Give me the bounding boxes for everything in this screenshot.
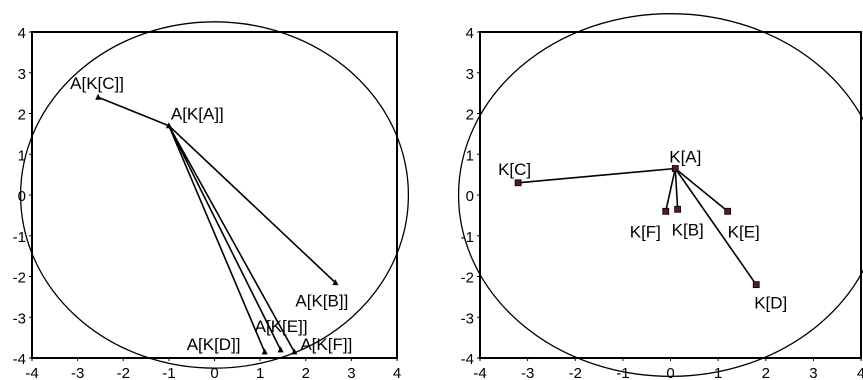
y-tick-label: 1 bbox=[466, 147, 474, 164]
point-label: A[K[A]] bbox=[171, 105, 224, 124]
connector-line bbox=[97, 96, 170, 127]
triangle-marker bbox=[332, 279, 339, 286]
connector-line bbox=[518, 167, 676, 184]
point-label: A[K[B]] bbox=[295, 292, 348, 311]
y-tick-label: 3 bbox=[18, 66, 26, 83]
square-marker bbox=[671, 165, 679, 172]
plot-frame bbox=[479, 31, 862, 359]
y-tick-label: -3 bbox=[13, 310, 26, 327]
y-tick-label: -4 bbox=[13, 351, 26, 368]
point-label: A[K[F]] bbox=[300, 335, 352, 354]
triangle-marker bbox=[277, 346, 284, 353]
x-tick-label: 1 bbox=[256, 365, 264, 380]
x-tick-label: -3 bbox=[521, 365, 534, 380]
y-tick-label: 0 bbox=[466, 188, 474, 205]
point-label: A[K[E]] bbox=[255, 317, 308, 336]
point-label: K[F] bbox=[630, 222, 661, 241]
point-label: A[K[D]] bbox=[187, 335, 241, 354]
square-marker bbox=[514, 179, 522, 187]
triangle-marker bbox=[261, 348, 268, 355]
x-tick-label: 0 bbox=[210, 365, 218, 380]
square-marker bbox=[662, 207, 670, 215]
connector-line bbox=[674, 168, 679, 210]
triangle-marker bbox=[95, 93, 102, 100]
x-tick-label: 2 bbox=[762, 365, 770, 380]
y-tick-label: 3 bbox=[466, 66, 474, 83]
y-tick-label: 2 bbox=[466, 107, 474, 124]
x-tick-label: -4 bbox=[473, 365, 486, 380]
point-label: K[E] bbox=[728, 222, 760, 241]
x-tick-label: -2 bbox=[569, 365, 582, 380]
y-tick-label: -4 bbox=[461, 351, 474, 368]
x-tick-label: 4 bbox=[857, 365, 863, 380]
triangle-marker bbox=[291, 348, 298, 355]
point-label: K[D] bbox=[754, 294, 787, 313]
connector-line bbox=[674, 168, 757, 286]
point-label: K[C] bbox=[498, 160, 531, 179]
square-marker bbox=[674, 205, 682, 213]
y-tick-label: 2 bbox=[18, 107, 26, 124]
x-tick-label: 3 bbox=[809, 365, 817, 380]
x-tick-label: -1 bbox=[616, 365, 629, 380]
x-tick-label: 3 bbox=[347, 365, 355, 380]
y-tick-label: -3 bbox=[461, 310, 474, 327]
connector-line bbox=[168, 125, 296, 353]
y-tick-label: -1 bbox=[461, 229, 474, 246]
x-tick-label: 0 bbox=[666, 365, 674, 380]
connector-line bbox=[664, 168, 677, 212]
reference-circle bbox=[457, 13, 863, 377]
y-tick-label: -1 bbox=[13, 229, 26, 246]
y-tick-label: 4 bbox=[466, 25, 474, 42]
square-marker bbox=[752, 281, 760, 289]
y-tick-label: 1 bbox=[18, 147, 26, 164]
x-tick-label: -4 bbox=[25, 365, 38, 380]
x-tick-label: -1 bbox=[162, 365, 175, 380]
x-tick-label: -2 bbox=[117, 365, 130, 380]
y-tick-label: 4 bbox=[18, 25, 26, 42]
y-tick-label: -2 bbox=[461, 270, 474, 287]
connector-line bbox=[674, 167, 729, 212]
point-label: A[K[C]] bbox=[70, 74, 124, 93]
point-label: K[A] bbox=[669, 148, 701, 167]
connector-line bbox=[168, 125, 336, 284]
y-tick-label: -2 bbox=[13, 270, 26, 287]
triangle-marker bbox=[165, 122, 172, 129]
connector-line bbox=[168, 125, 282, 351]
square-marker bbox=[724, 207, 732, 215]
x-tick-label: 4 bbox=[393, 365, 401, 380]
connector-line bbox=[168, 125, 266, 353]
y-tick-label: 0 bbox=[18, 188, 26, 205]
x-tick-label: 1 bbox=[714, 365, 722, 380]
reference-circle bbox=[19, 21, 410, 369]
x-tick-label: -3 bbox=[71, 365, 84, 380]
x-tick-label: 2 bbox=[302, 365, 310, 380]
point-label: K[B] bbox=[672, 220, 704, 239]
